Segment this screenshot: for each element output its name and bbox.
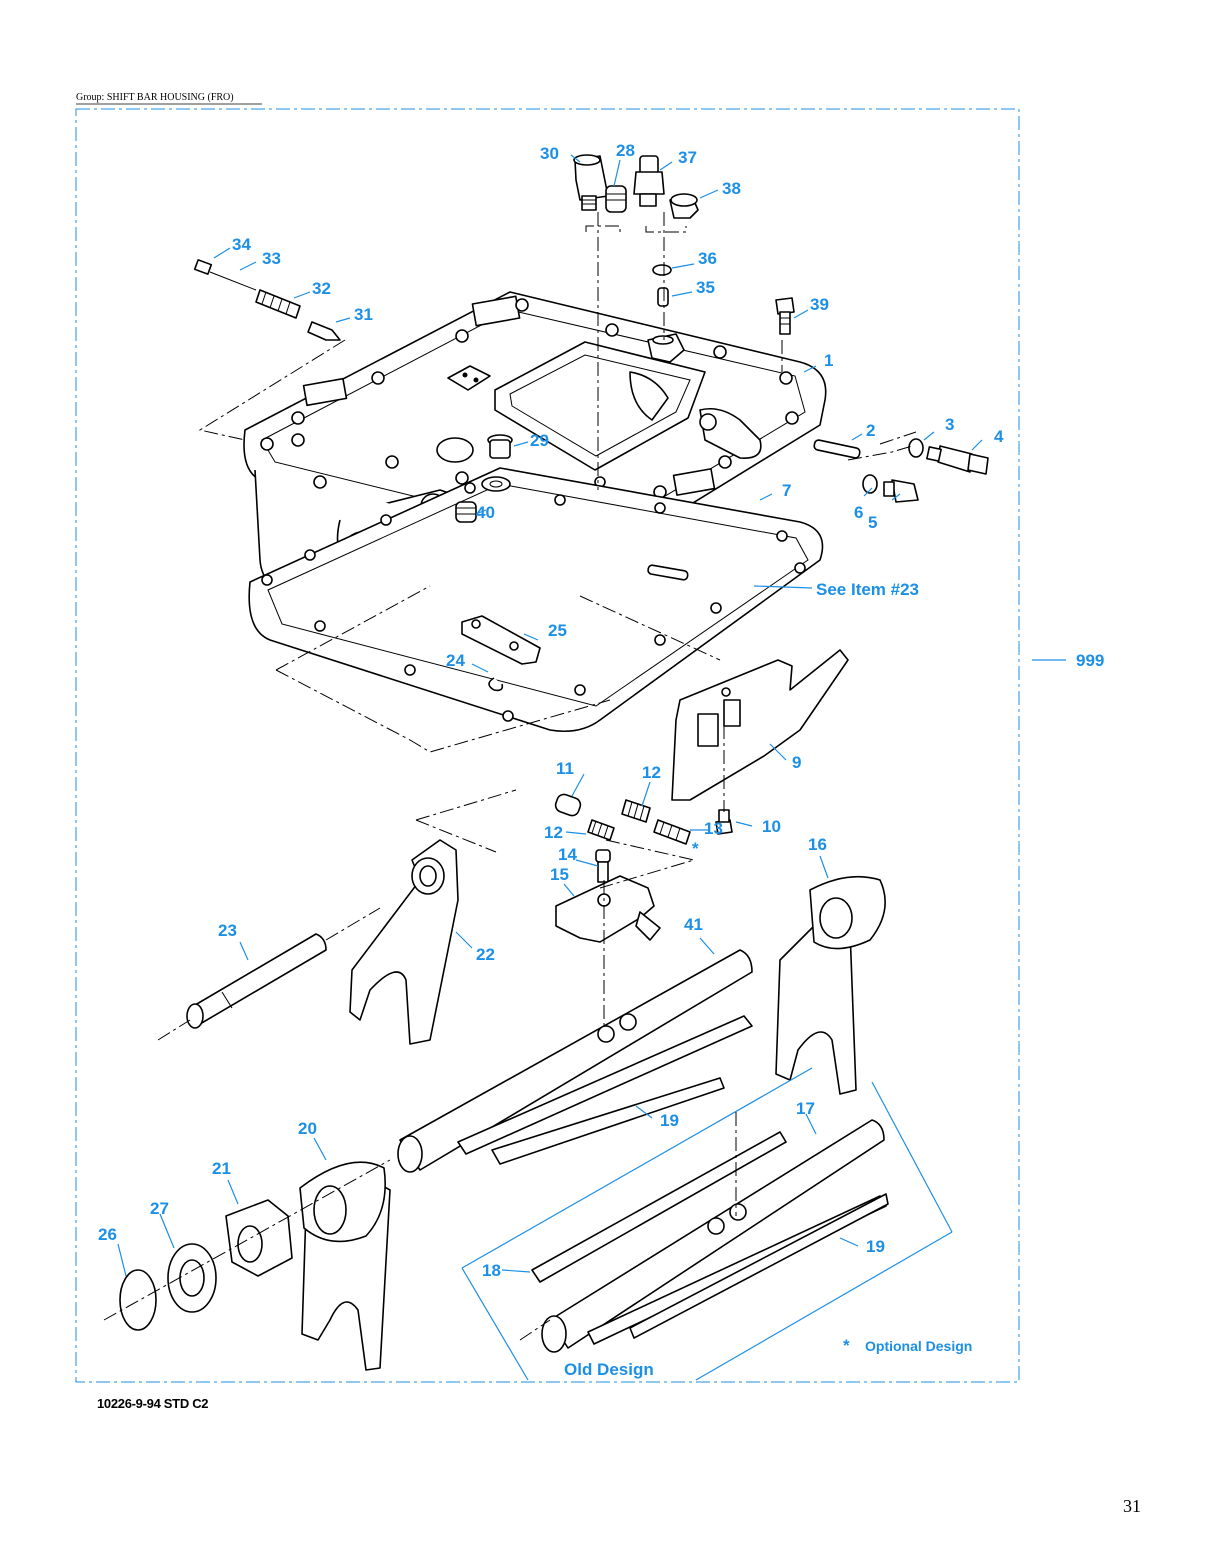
- optional-design-note: Optional Design: [865, 1338, 972, 1354]
- fork-22: [349, 839, 459, 1045]
- shift-rail-41: [397, 949, 753, 1173]
- callout-25: 25: [548, 621, 567, 640]
- callout-5: 5: [868, 513, 877, 532]
- callout-9: 9: [792, 753, 801, 772]
- spring-12b: [621, 799, 651, 823]
- washer-27: [167, 1243, 217, 1313]
- callout-33: 33: [262, 249, 281, 268]
- callout-11: 11: [556, 759, 574, 778]
- plug-28: [605, 185, 627, 213]
- callout-13: 13: [704, 819, 723, 838]
- o-ring-6: [862, 474, 878, 494]
- callout-24: 24: [446, 651, 465, 670]
- group-title: Group: SHIFT BAR HOUSING (FRO): [76, 92, 234, 103]
- callout-28: 28: [616, 141, 635, 160]
- o-ring-3: [908, 438, 924, 458]
- shaft-23: [186, 933, 327, 1029]
- see-item-23-note: See Item #23: [816, 580, 919, 599]
- switch-37: [633, 155, 665, 207]
- callout-999: 999: [1076, 651, 1104, 670]
- callout-23: 23: [218, 921, 237, 940]
- callout-2: 2: [866, 421, 875, 440]
- bolt-14: [595, 849, 611, 883]
- callout-7: 7: [782, 481, 791, 500]
- drawing-code: 10226-9-94 STD C2: [97, 1396, 209, 1411]
- spring-13: [653, 819, 691, 845]
- detent-assembly-31-34: [193, 259, 341, 341]
- nut-boss: [647, 333, 685, 363]
- spring-12a: [587, 819, 615, 841]
- callout-4: 4: [994, 427, 1004, 446]
- optional-star: *: [843, 1336, 850, 1355]
- plug-40: [455, 501, 477, 523]
- callout-26: 26: [98, 1225, 117, 1244]
- callout-19-lower: 19: [866, 1237, 885, 1256]
- callout-16: 16: [808, 835, 827, 854]
- callout-22: 22: [476, 945, 495, 964]
- callout-31: 31: [354, 305, 373, 324]
- callout-1: 1: [824, 351, 833, 370]
- callout-27: 27: [150, 1199, 169, 1218]
- callout-19-upper: 19: [660, 1111, 679, 1130]
- pin-2: [813, 439, 861, 459]
- switch-4: [926, 445, 989, 475]
- plug-29: [487, 434, 513, 459]
- bracket-9: [671, 649, 849, 801]
- old-design-plate-19b: [629, 1193, 889, 1339]
- collar-21: [225, 1199, 293, 1277]
- callout-35: 35: [696, 278, 715, 297]
- callout-36: 36: [698, 249, 717, 268]
- fork-20: [299, 1161, 391, 1371]
- callout-20: 20: [298, 1119, 317, 1138]
- group-frame: [75, 108, 1020, 1383]
- callout-12-upper: 12: [642, 763, 661, 782]
- callout-34: 34: [232, 235, 251, 254]
- callout-3: 3: [945, 415, 954, 434]
- plug-5: [883, 479, 919, 503]
- callout-10: 10: [762, 817, 781, 836]
- callout-29: 29: [530, 431, 549, 450]
- plug-30: [573, 154, 609, 211]
- housing-gasket: [248, 467, 824, 733]
- washer-29: [481, 476, 511, 492]
- callout-12-lower: 12: [544, 823, 563, 842]
- optional-star-13: *: [692, 839, 699, 858]
- callout-17: 17: [796, 1099, 815, 1118]
- plate-25: [461, 615, 541, 665]
- callout-32: 32: [312, 279, 331, 298]
- callout-18: 18: [482, 1261, 501, 1280]
- plug-38: [669, 193, 699, 219]
- plunger-11: [554, 793, 582, 817]
- block-15: [555, 875, 661, 943]
- callout-15: 15: [550, 865, 569, 884]
- callout-41: 41: [684, 915, 703, 934]
- callout-21: 21: [212, 1159, 231, 1178]
- old-design-plate-18: [531, 1131, 787, 1283]
- callout-14: 14: [558, 845, 577, 864]
- pin-35: [657, 287, 669, 307]
- snap-ring-26: [119, 1269, 157, 1331]
- callout-40: 40: [476, 503, 495, 522]
- bolt-39: [775, 297, 795, 335]
- callout-37: 37: [678, 148, 697, 167]
- callout-6: 6: [854, 503, 863, 522]
- page-number: 31: [1123, 1496, 1141, 1516]
- old-design-label: Old Design: [564, 1360, 654, 1379]
- fork-16: [775, 875, 886, 1095]
- dowel-see-23: [647, 564, 689, 581]
- washer-36: [652, 264, 672, 276]
- clip-24: [488, 677, 504, 692]
- callout-30: 30: [540, 144, 559, 163]
- callout-38: 38: [722, 179, 741, 198]
- callout-39: 39: [810, 295, 829, 314]
